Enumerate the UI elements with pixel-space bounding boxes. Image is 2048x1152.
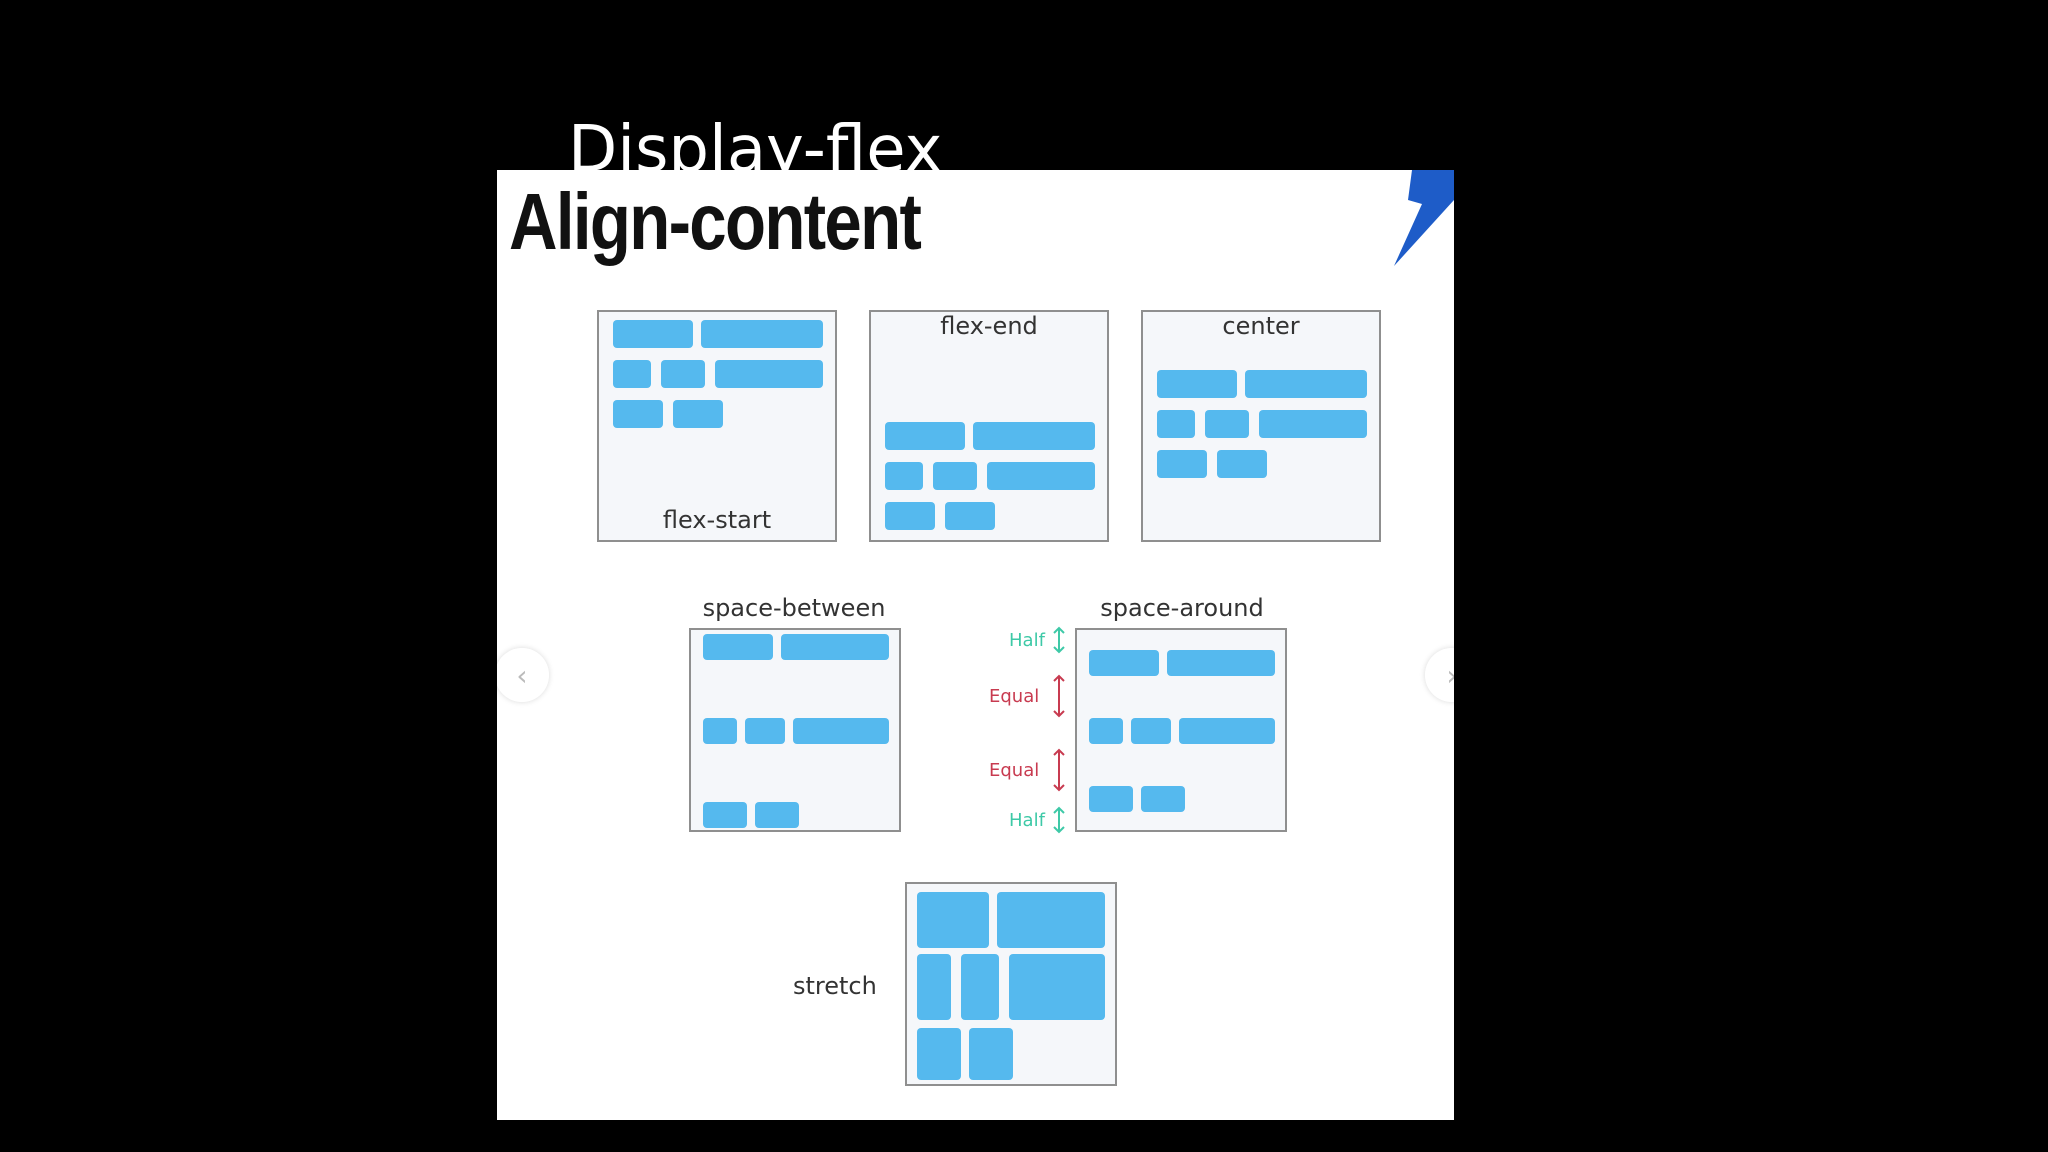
label-center: center [1222, 312, 1300, 340]
flex-item [933, 462, 977, 490]
flex-item [917, 954, 951, 1020]
annotation-equal-1: Equal [989, 686, 1040, 707]
flex-item [613, 360, 651, 388]
flex-item [885, 422, 965, 450]
flex-item [1157, 370, 1237, 398]
diagram-center [1141, 310, 1381, 542]
flex-item [917, 1028, 961, 1080]
flex-item [917, 892, 989, 948]
label-flex-start: flex-start [662, 506, 772, 534]
label-space-around: space-around [1100, 594, 1264, 622]
flex-item [745, 718, 785, 744]
annotation-equal-2: Equal [989, 760, 1040, 781]
flex-item [701, 320, 823, 348]
flex-item [969, 1028, 1013, 1080]
flex-item [1205, 410, 1249, 438]
flex-item [1089, 718, 1123, 744]
diagram-stretch [905, 882, 1117, 1086]
flex-item [793, 718, 889, 744]
flex-item [613, 320, 693, 348]
flex-item [1167, 650, 1275, 676]
flex-item [1217, 450, 1267, 478]
flex-item [1131, 718, 1171, 744]
flex-item [1089, 650, 1159, 676]
diagram-space-between [689, 628, 901, 832]
next-slide-button[interactable]: › [1425, 648, 1454, 702]
diagram-flex-start [597, 310, 837, 542]
label-space-between: space-between [702, 594, 886, 622]
flex-item [715, 360, 823, 388]
flex-item [1089, 786, 1133, 812]
double-arrow-icon [1053, 674, 1065, 718]
flex-item [781, 634, 889, 660]
diagram-flex-end [869, 310, 1109, 542]
flex-item [1245, 370, 1367, 398]
flex-item [973, 422, 1095, 450]
flex-item [885, 502, 935, 530]
flex-item [885, 462, 923, 490]
flex-item [703, 802, 747, 828]
flex-item [1179, 718, 1275, 744]
double-arrow-icon [1053, 748, 1065, 792]
double-arrow-icon [1053, 806, 1065, 834]
flex-item [961, 954, 999, 1020]
double-arrow-icon [1053, 626, 1065, 654]
flex-item [1259, 410, 1367, 438]
flex-item [755, 802, 799, 828]
flex-item [1157, 450, 1207, 478]
flex-item [997, 892, 1105, 948]
chevron-right-icon: › [1446, 659, 1454, 692]
flex-item [661, 360, 705, 388]
flex-item [703, 634, 773, 660]
annotation-half-top: Half [1009, 630, 1045, 651]
flex-item [703, 718, 737, 744]
diagram-space-around [1075, 628, 1287, 832]
slide-image: Align-content flex-start flex-end center [497, 170, 1454, 1120]
label-flex-end: flex-end [940, 312, 1038, 340]
flex-item [1157, 410, 1195, 438]
flex-item [1009, 954, 1105, 1020]
flex-item [987, 462, 1095, 490]
brand-logo-icon [1394, 170, 1454, 266]
prev-slide-button[interactable]: ‹ [497, 648, 549, 702]
chevron-left-icon: ‹ [516, 658, 528, 692]
flex-item [613, 400, 663, 428]
annotation-half-bottom: Half [1009, 810, 1045, 831]
flex-item [945, 502, 995, 530]
label-stretch: stretch [793, 972, 877, 1000]
flex-item [673, 400, 723, 428]
flex-item [1141, 786, 1185, 812]
card-heading: Align-content [509, 177, 922, 266]
